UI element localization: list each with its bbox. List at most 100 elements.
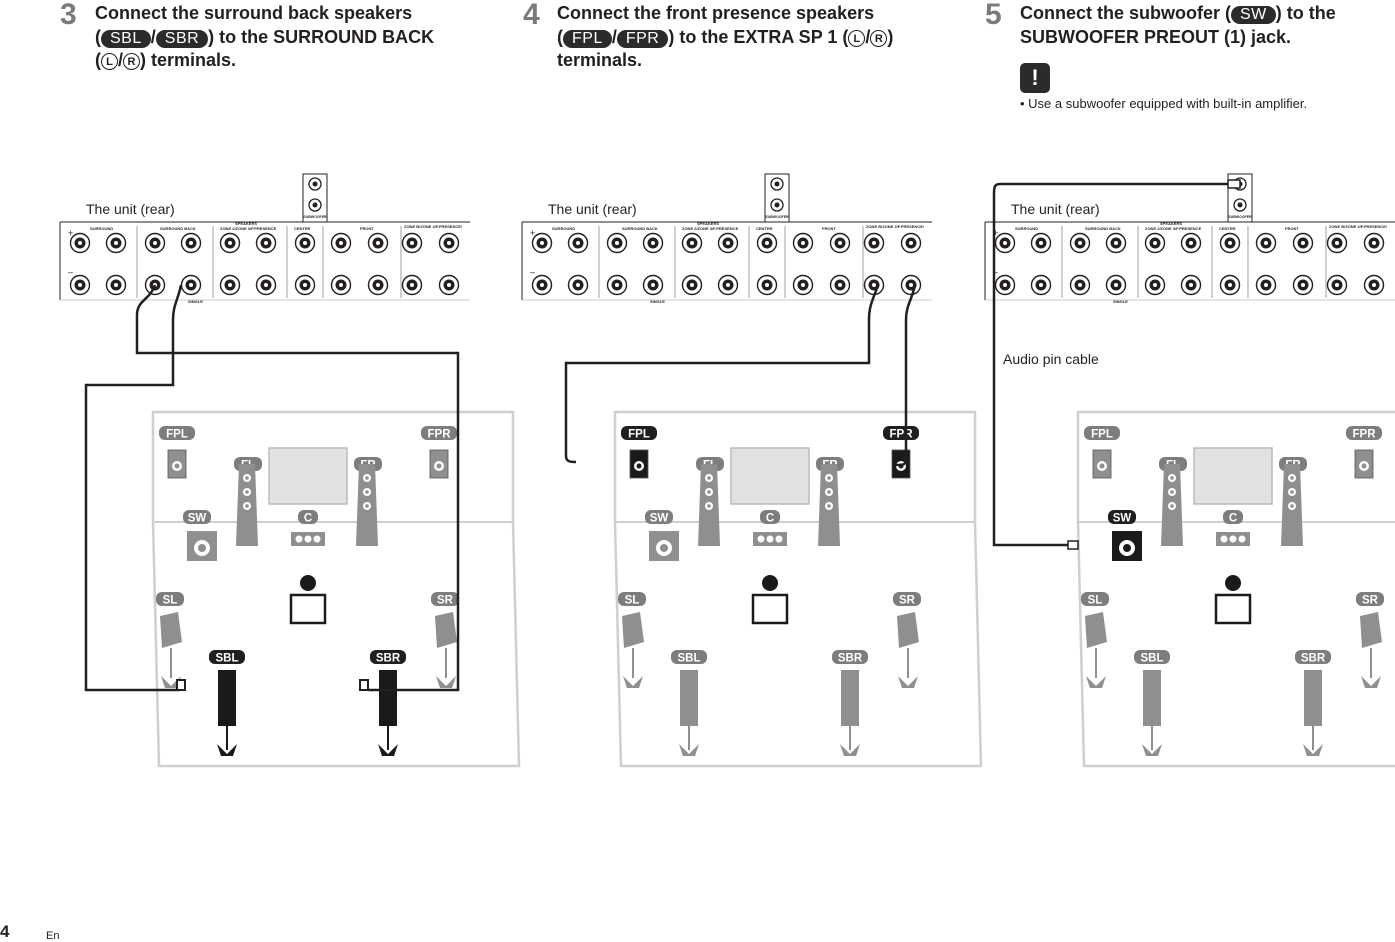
fpr-label: FPR <box>1353 429 1377 441</box>
section-label: ZONE 2/ZONE 3/F.PRESENCE <box>682 226 739 231</box>
terminal-hole <box>1228 241 1232 245</box>
section-label: SPEAKERS <box>1160 221 1182 226</box>
sbr-speaker <box>841 670 859 726</box>
sl-pill <box>156 592 184 606</box>
listener-seat <box>751 593 789 625</box>
c-label: C <box>1229 513 1237 525</box>
terminal-hole <box>765 283 769 287</box>
polarity-plus: + <box>993 228 998 238</box>
fl-speaker-driver-center <box>707 490 711 494</box>
fpl-pill <box>621 426 657 440</box>
section-label: SURROUND <box>552 226 575 231</box>
sbr-label: SBR <box>376 653 401 665</box>
sbl-label: SBL <box>216 653 239 665</box>
sr-pill <box>893 592 921 606</box>
terminal-hole <box>651 283 655 287</box>
terminal-hole <box>339 241 343 245</box>
section-label: SPEAKERS <box>697 221 719 226</box>
sr-speaker <box>897 612 919 648</box>
sl-speaker-stand-base <box>623 676 643 688</box>
terminal-hole <box>339 283 343 287</box>
terminal-hole <box>264 283 268 287</box>
terminal-hole <box>838 283 842 287</box>
terminal-hole <box>1153 283 1157 287</box>
section-label: ZONE 2/ZONE 3/F.PRESENCE <box>220 226 277 231</box>
sw-cone-center <box>198 544 206 552</box>
sr-pill <box>431 592 459 606</box>
fl-speaker-driver-center <box>1170 504 1174 508</box>
terminal-hole <box>726 241 730 245</box>
terminal-hole <box>765 241 769 245</box>
fpr-label: FPR <box>890 429 914 441</box>
terminal-hole <box>615 283 619 287</box>
fpr-speaker-cone-center <box>436 463 442 469</box>
fpl-pill <box>1084 426 1120 440</box>
sl-pill <box>1081 592 1109 606</box>
c-pill <box>1223 510 1243 524</box>
listener-head <box>762 575 778 591</box>
fr-speaker-driver-center <box>365 504 369 508</box>
sw-cone-center <box>1123 544 1131 552</box>
terminal-hole <box>540 241 544 245</box>
sbr-speaker-stand-base <box>1303 744 1323 756</box>
section-label: FRONT <box>1285 226 1299 231</box>
sw-label: SW <box>1113 513 1132 525</box>
terminal-hole <box>376 241 380 245</box>
sr-speaker <box>1360 612 1382 648</box>
section-label: FRONT <box>822 226 836 231</box>
terminal-hole <box>114 283 118 287</box>
speaker-pill: FPL <box>563 29 612 48</box>
terminal-hole <box>1264 241 1268 245</box>
page-number: 4 <box>0 922 10 941</box>
sbl-plug <box>176 679 186 691</box>
sr-speaker-stand-base <box>898 676 918 688</box>
fl-speaker-driver-center <box>707 476 711 480</box>
sbl-pill <box>209 650 245 664</box>
sbl-pill <box>671 650 707 664</box>
unit-rear-label: The unit (rear) <box>1011 201 1100 217</box>
terminal-hole <box>1078 241 1082 245</box>
terminal-hole <box>872 283 876 287</box>
sl-label: SL <box>625 595 640 607</box>
terminal-hole <box>726 283 730 287</box>
terminal-hole <box>228 283 232 287</box>
preout-label: SUBWOOFER <box>765 215 789 219</box>
fr-speaker-driver-center <box>827 476 831 480</box>
sw-pill <box>1108 510 1136 524</box>
sr-speaker-stand-base <box>1361 676 1381 688</box>
terminal-hole <box>78 283 82 287</box>
sbr-speaker <box>1304 670 1322 726</box>
section-label: ZONE B/ZONE 2/F.PRESENCE/ <box>404 224 463 229</box>
rca-plug <box>1227 179 1241 189</box>
fpr-pill <box>1346 426 1382 440</box>
terminal-hole <box>540 283 544 287</box>
terminal-hole <box>447 283 451 287</box>
c-driver <box>304 535 312 543</box>
terminal-hole <box>189 283 193 287</box>
terminal-hole <box>189 241 193 245</box>
rca-pin <box>312 181 318 187</box>
channel-right-icon: R <box>123 53 141 70</box>
sr-label: SR <box>1362 595 1379 607</box>
section-label: ZONE B/ZONE 2/F.PRESENCE/ <box>1329 224 1388 229</box>
terminal-hole <box>410 241 414 245</box>
fr-speaker-driver-center <box>365 476 369 480</box>
section-label: CENTER <box>756 226 773 231</box>
section-label: SURROUND BACK <box>160 226 196 231</box>
speaker-pill: SBL <box>101 29 151 48</box>
sr-label: SR <box>899 595 916 607</box>
rca-pin <box>774 202 780 208</box>
section-label: SINGLE <box>1113 299 1128 304</box>
terminal-hole <box>1114 241 1118 245</box>
terminal-hole <box>576 241 580 245</box>
c-driver <box>295 535 303 543</box>
terminal-hole <box>576 283 580 287</box>
terminal-hole <box>1335 241 1339 245</box>
section-label: SINGLE <box>188 299 203 304</box>
listener-seat <box>289 593 327 625</box>
sbr-pill <box>370 650 406 664</box>
sl-label: SL <box>1088 595 1103 607</box>
terminal-hole <box>1301 283 1305 287</box>
